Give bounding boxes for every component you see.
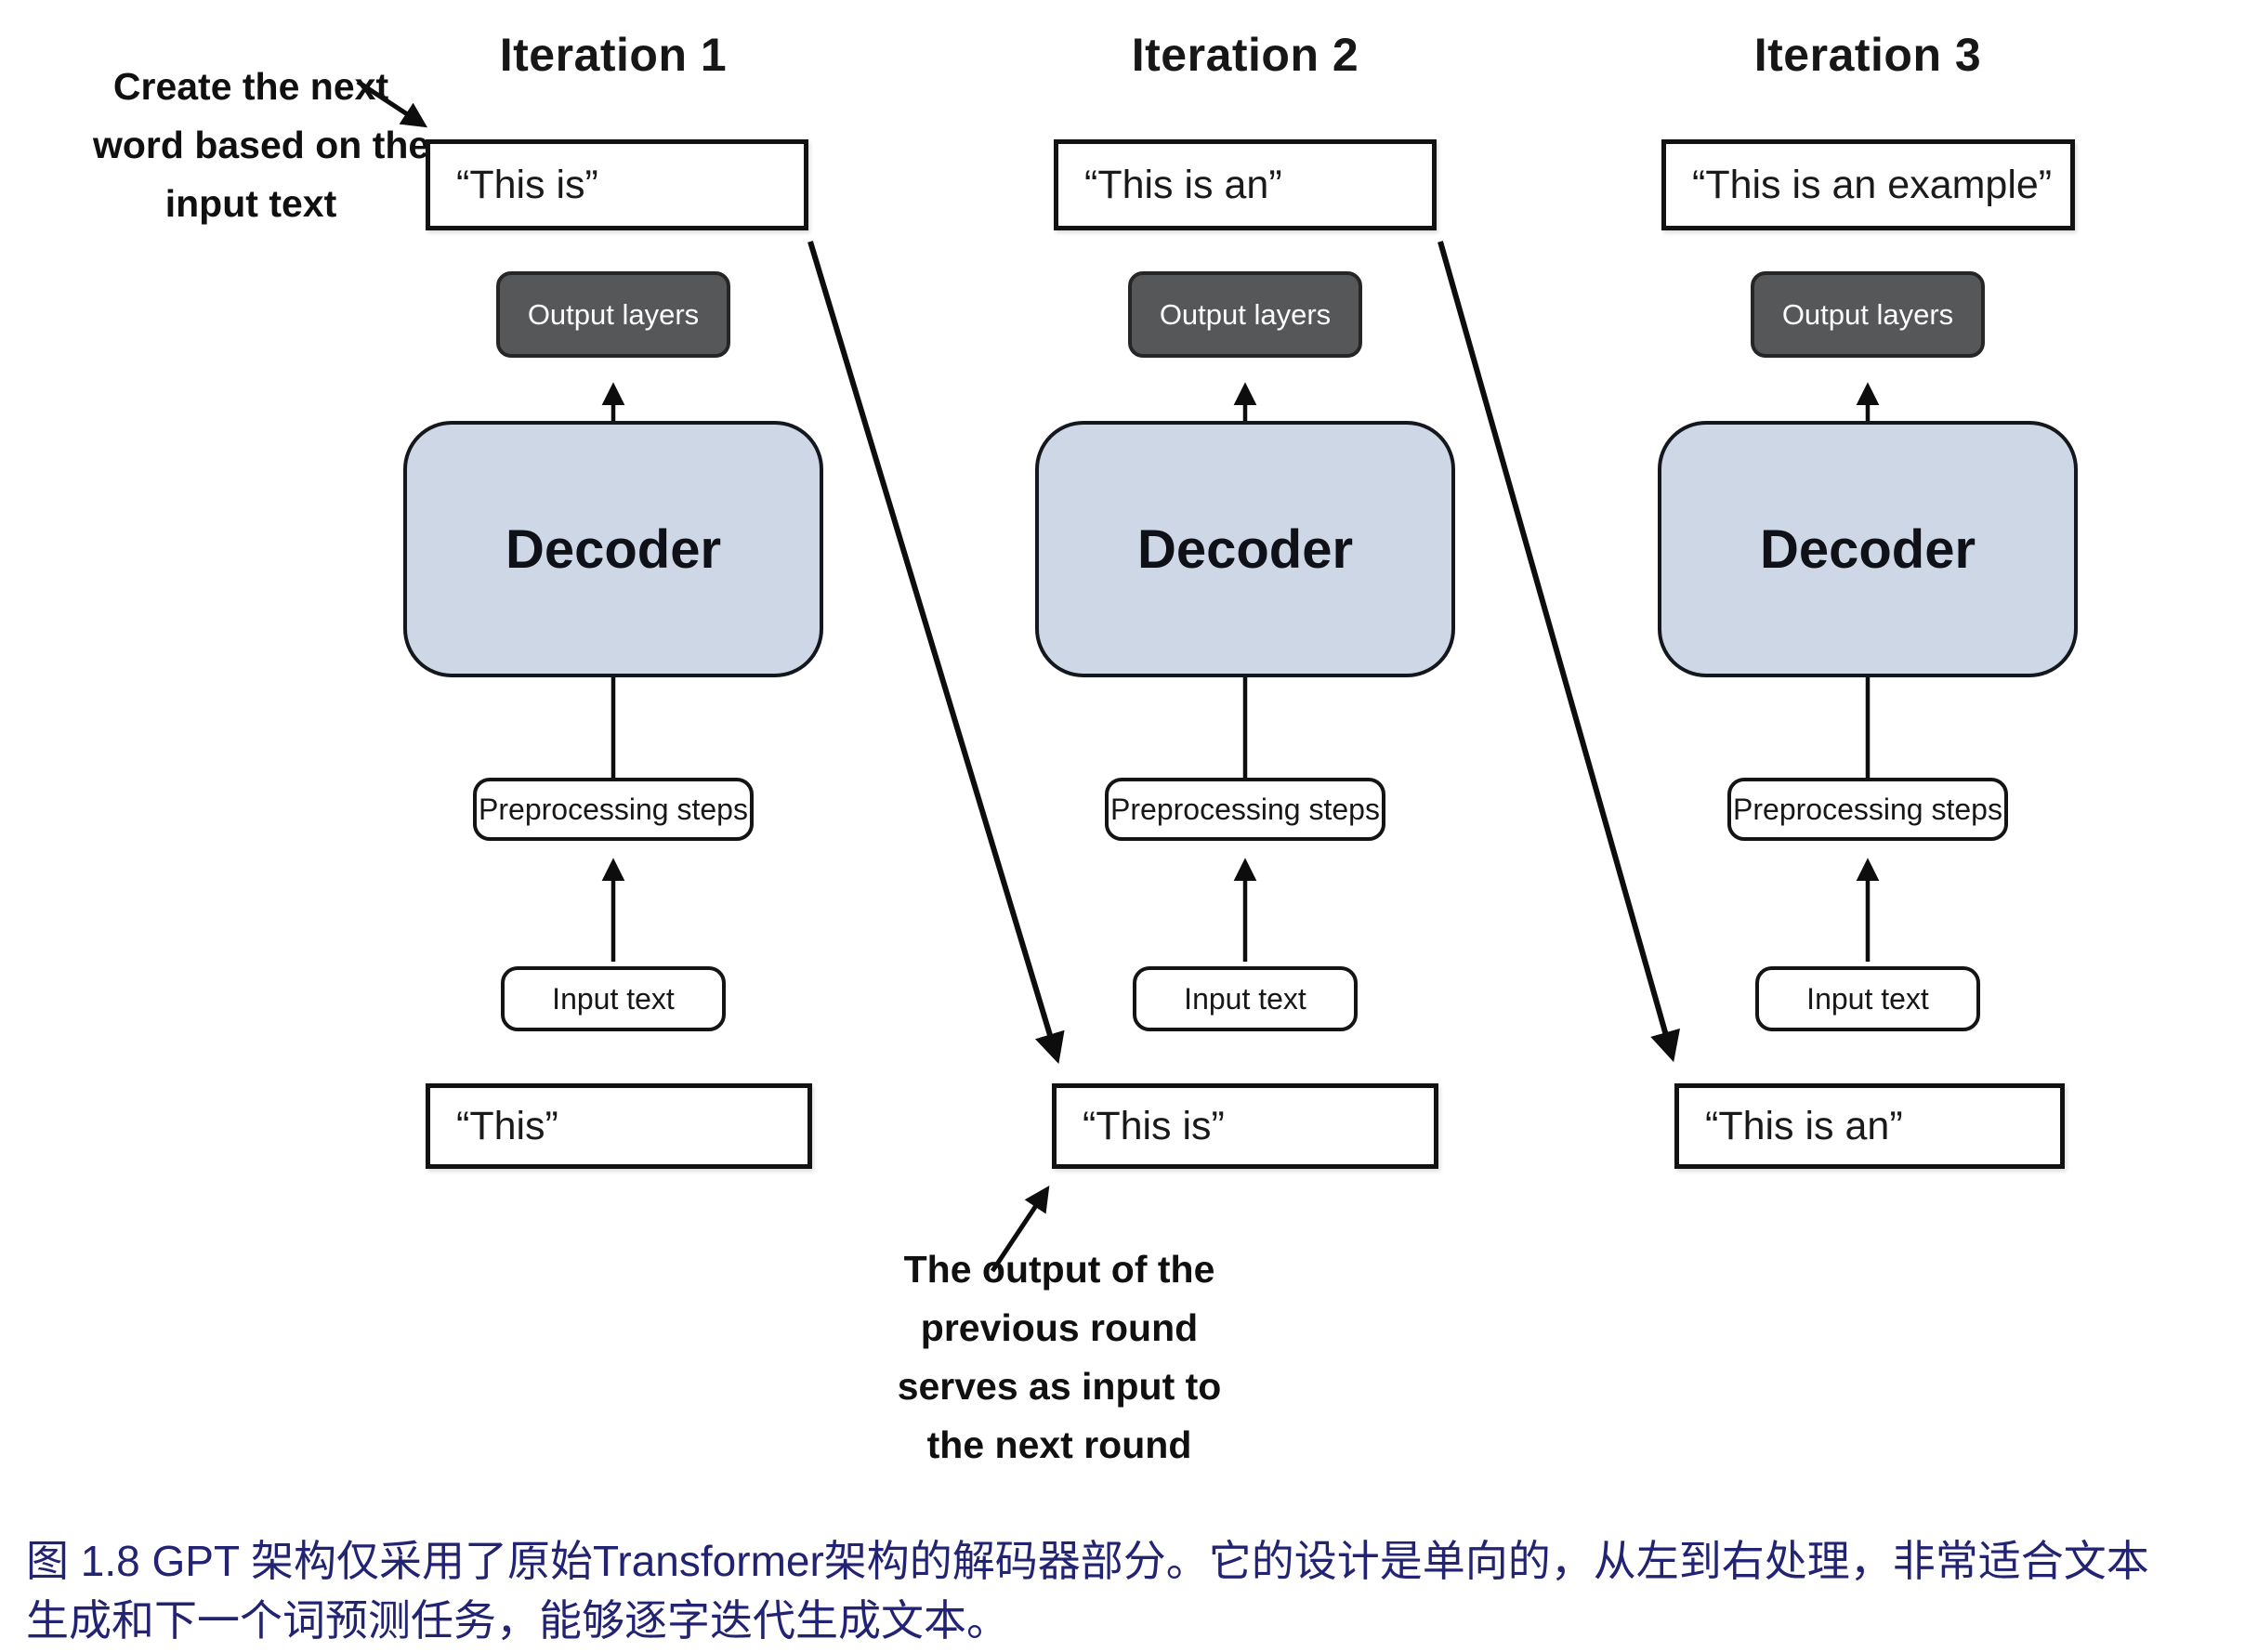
iter1-output-layers-box: Output layers: [496, 271, 730, 358]
output-layers-label: Output layers: [527, 297, 700, 331]
annotation-line: Create the next: [112, 65, 389, 108]
iter1-generated-text-box: “This is”: [426, 139, 808, 230]
annotation-line: The output of the: [903, 1248, 1215, 1291]
iter1-input-text-box: Input text: [501, 966, 726, 1031]
iteration-1-title: Iteration 1: [499, 29, 728, 81]
iter3-output-layers-box: Output layers: [1751, 271, 1985, 358]
caption-line: 图 1.8 GPT 架构仅采用了原始Transformer架构的解码器部分。它的…: [26, 1537, 2149, 1585]
decoder-label: Decoder: [1136, 518, 1354, 580]
iter3-generated-text-box: “This is an example”: [1661, 139, 2075, 230]
input-quote-text: “This”: [456, 1103, 558, 1148]
generated-text: “This is an example”: [1692, 162, 2053, 207]
decoder-label: Decoder: [1759, 518, 1976, 580]
annotation-line: the next round: [926, 1423, 1192, 1466]
iter2-input-quote-box: “This is”: [1052, 1083, 1438, 1169]
preprocessing-label: Preprocessing steps: [479, 792, 748, 826]
bottom-annotation: The output of the previous round serves …: [887, 1240, 1231, 1475]
caption-line: 生成和下一个词预测任务，能够逐字迭代生成文本。: [26, 1596, 1009, 1645]
iteration-3-title: Iteration 3: [1753, 29, 1982, 81]
iter3-input-quote-box: “This is an”: [1674, 1083, 2065, 1169]
iter2-input-text-box: Input text: [1133, 966, 1358, 1031]
iter3-input-text-box: Input text: [1755, 966, 1980, 1031]
annotation-line: input text: [164, 182, 337, 225]
iter3-decoder-box: Decoder: [1658, 421, 2078, 677]
iter1-input-quote-box: “This”: [426, 1083, 812, 1169]
generated-text: “This is”: [456, 162, 598, 207]
input-quote-text: “This is”: [1083, 1103, 1225, 1148]
input-text-label: Input text: [1806, 981, 1929, 1016]
iter2-generated-text-box: “This is an”: [1054, 139, 1437, 230]
annotation-line: serves as input to: [897, 1365, 1222, 1408]
iter1-decoder-box: Decoder: [403, 421, 823, 677]
iter3-preprocessing-box: Preprocessing steps: [1727, 778, 2008, 841]
annotation-line: previous round: [920, 1306, 1199, 1349]
arrow-iter1-output-to-iter2-input-icon: [807, 241, 1065, 1065]
input-text-label: Input text: [1184, 981, 1306, 1016]
input-quote-text: “This is an”: [1705, 1103, 1903, 1148]
arrow-iter2-output-to-iter3-input-icon: [1438, 241, 1681, 1063]
annotation-line: word based on the: [93, 124, 430, 166]
generated-text: “This is an”: [1084, 162, 1282, 207]
preprocessing-label: Preprocessing steps: [1733, 792, 2002, 826]
iteration-2-title: Iteration 2: [1131, 29, 1359, 81]
figure-caption: 图 1.8 GPT 架构仅采用了原始Transformer架构的解码器部分。它的…: [26, 1531, 2247, 1650]
iter2-decoder-box: Decoder: [1035, 421, 1455, 677]
iter2-output-layers-box: Output layers: [1128, 271, 1362, 358]
output-layers-label: Output layers: [1159, 297, 1332, 331]
preprocessing-label: Preprocessing steps: [1110, 792, 1380, 826]
input-text-label: Input text: [552, 981, 675, 1016]
decoder-label: Decoder: [505, 518, 722, 580]
iter1-preprocessing-box: Preprocessing steps: [473, 778, 754, 841]
output-layers-label: Output layers: [1781, 297, 1954, 331]
top-left-annotation: Create the next word based on the input …: [93, 58, 430, 233]
iter2-preprocessing-box: Preprocessing steps: [1105, 778, 1385, 841]
